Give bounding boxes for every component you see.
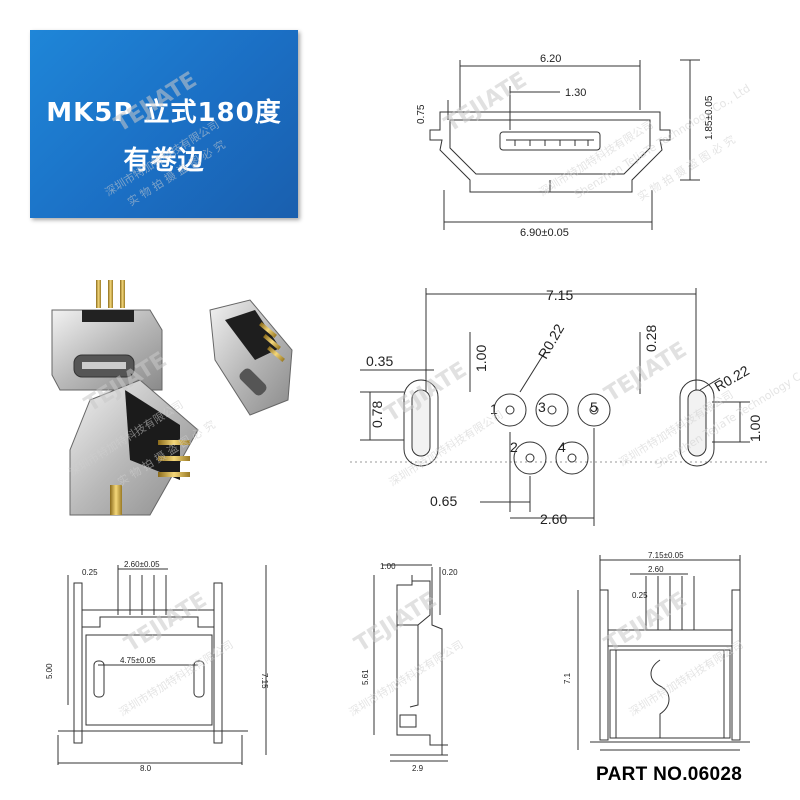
dim-0-35: 0.35 — [366, 353, 393, 369]
dim-1-30: 1.30 — [565, 87, 586, 99]
pin-5-label: 5 — [590, 399, 598, 415]
dim-1-85: 1.85±0.05 — [704, 95, 715, 140]
dim-4-75: 4.75±0.05 — [120, 656, 156, 665]
connector-photo-3 — [69, 379, 199, 516]
side-view-2-drawing: 1.00 0.20 5.61 2.9 — [361, 562, 458, 773]
dim-0-25: 0.25 — [632, 591, 648, 600]
pin-2-label: 2 — [510, 439, 518, 455]
dim-5-00: 5.00 — [45, 663, 54, 679]
front-view-drawing: 6.20 1.30 0.75 1.85±0.05 6.90±0.05 — [416, 53, 715, 239]
pin-1-label: 1 — [490, 401, 498, 417]
dim-1-00-left: 1.00 — [473, 345, 489, 372]
dim-0-78: 0.78 — [369, 401, 385, 428]
dim-0-20: 0.20 — [442, 568, 458, 577]
dim-7-15: 7.15 — [260, 673, 269, 689]
dim-r0-22-left: R0.22 — [535, 321, 568, 362]
footprint-drawing: 7.15 0.35 1.00 R0.22 0.28 R0.22 0.78 1.0… — [350, 287, 770, 527]
dim-7-15: 7.15±0.05 — [648, 551, 684, 560]
dim-0-25: 0.25 — [82, 568, 98, 577]
dim-2-60: 2.60 — [540, 511, 567, 527]
dim-2-60: 2.60 — [648, 565, 664, 574]
connector-photo-1 — [51, 280, 163, 391]
side-view-1-drawing: 0.25 2.60±0.05 5.00 4.75±0.05 7.15 8.0 — [45, 560, 269, 773]
connector-photo-2 — [209, 299, 293, 416]
banner-subtitle: 有卷边 — [123, 146, 205, 176]
dim-6-20: 6.20 — [540, 53, 561, 65]
pin-3-label: 3 — [538, 399, 546, 415]
dim-0-75: 0.75 — [416, 104, 427, 124]
dim-2-60: 2.60±0.05 — [124, 560, 160, 569]
dim-1-00-right: 1.00 — [747, 415, 763, 442]
dim-2-9: 2.9 — [412, 764, 424, 773]
part-number: PART NO.06028 — [596, 764, 743, 785]
dim-r0-22-right: R0.22 — [712, 362, 753, 395]
dim-7-15: 7.15 — [546, 287, 573, 303]
side-view-3-drawing: 7.15±0.05 2.60 0.25 7.1 — [563, 551, 750, 751]
dim-1-00: 1.00 — [380, 562, 396, 571]
dim-5-61: 5.61 — [361, 669, 370, 685]
title-banner: MK5P 立式180度 有卷边 — [30, 30, 298, 218]
banner-title: MK5P 立式180度 — [46, 98, 282, 128]
dim-0-65: 0.65 — [430, 493, 457, 509]
dim-0-28: 0.28 — [643, 325, 659, 352]
dim-8-0: 8.0 — [140, 764, 152, 773]
dim-6-90: 6.90±0.05 — [520, 227, 569, 239]
pin-4-label: 4 — [558, 439, 566, 455]
dim-7-1: 7.1 — [563, 672, 572, 684]
product-photo — [51, 280, 293, 516]
